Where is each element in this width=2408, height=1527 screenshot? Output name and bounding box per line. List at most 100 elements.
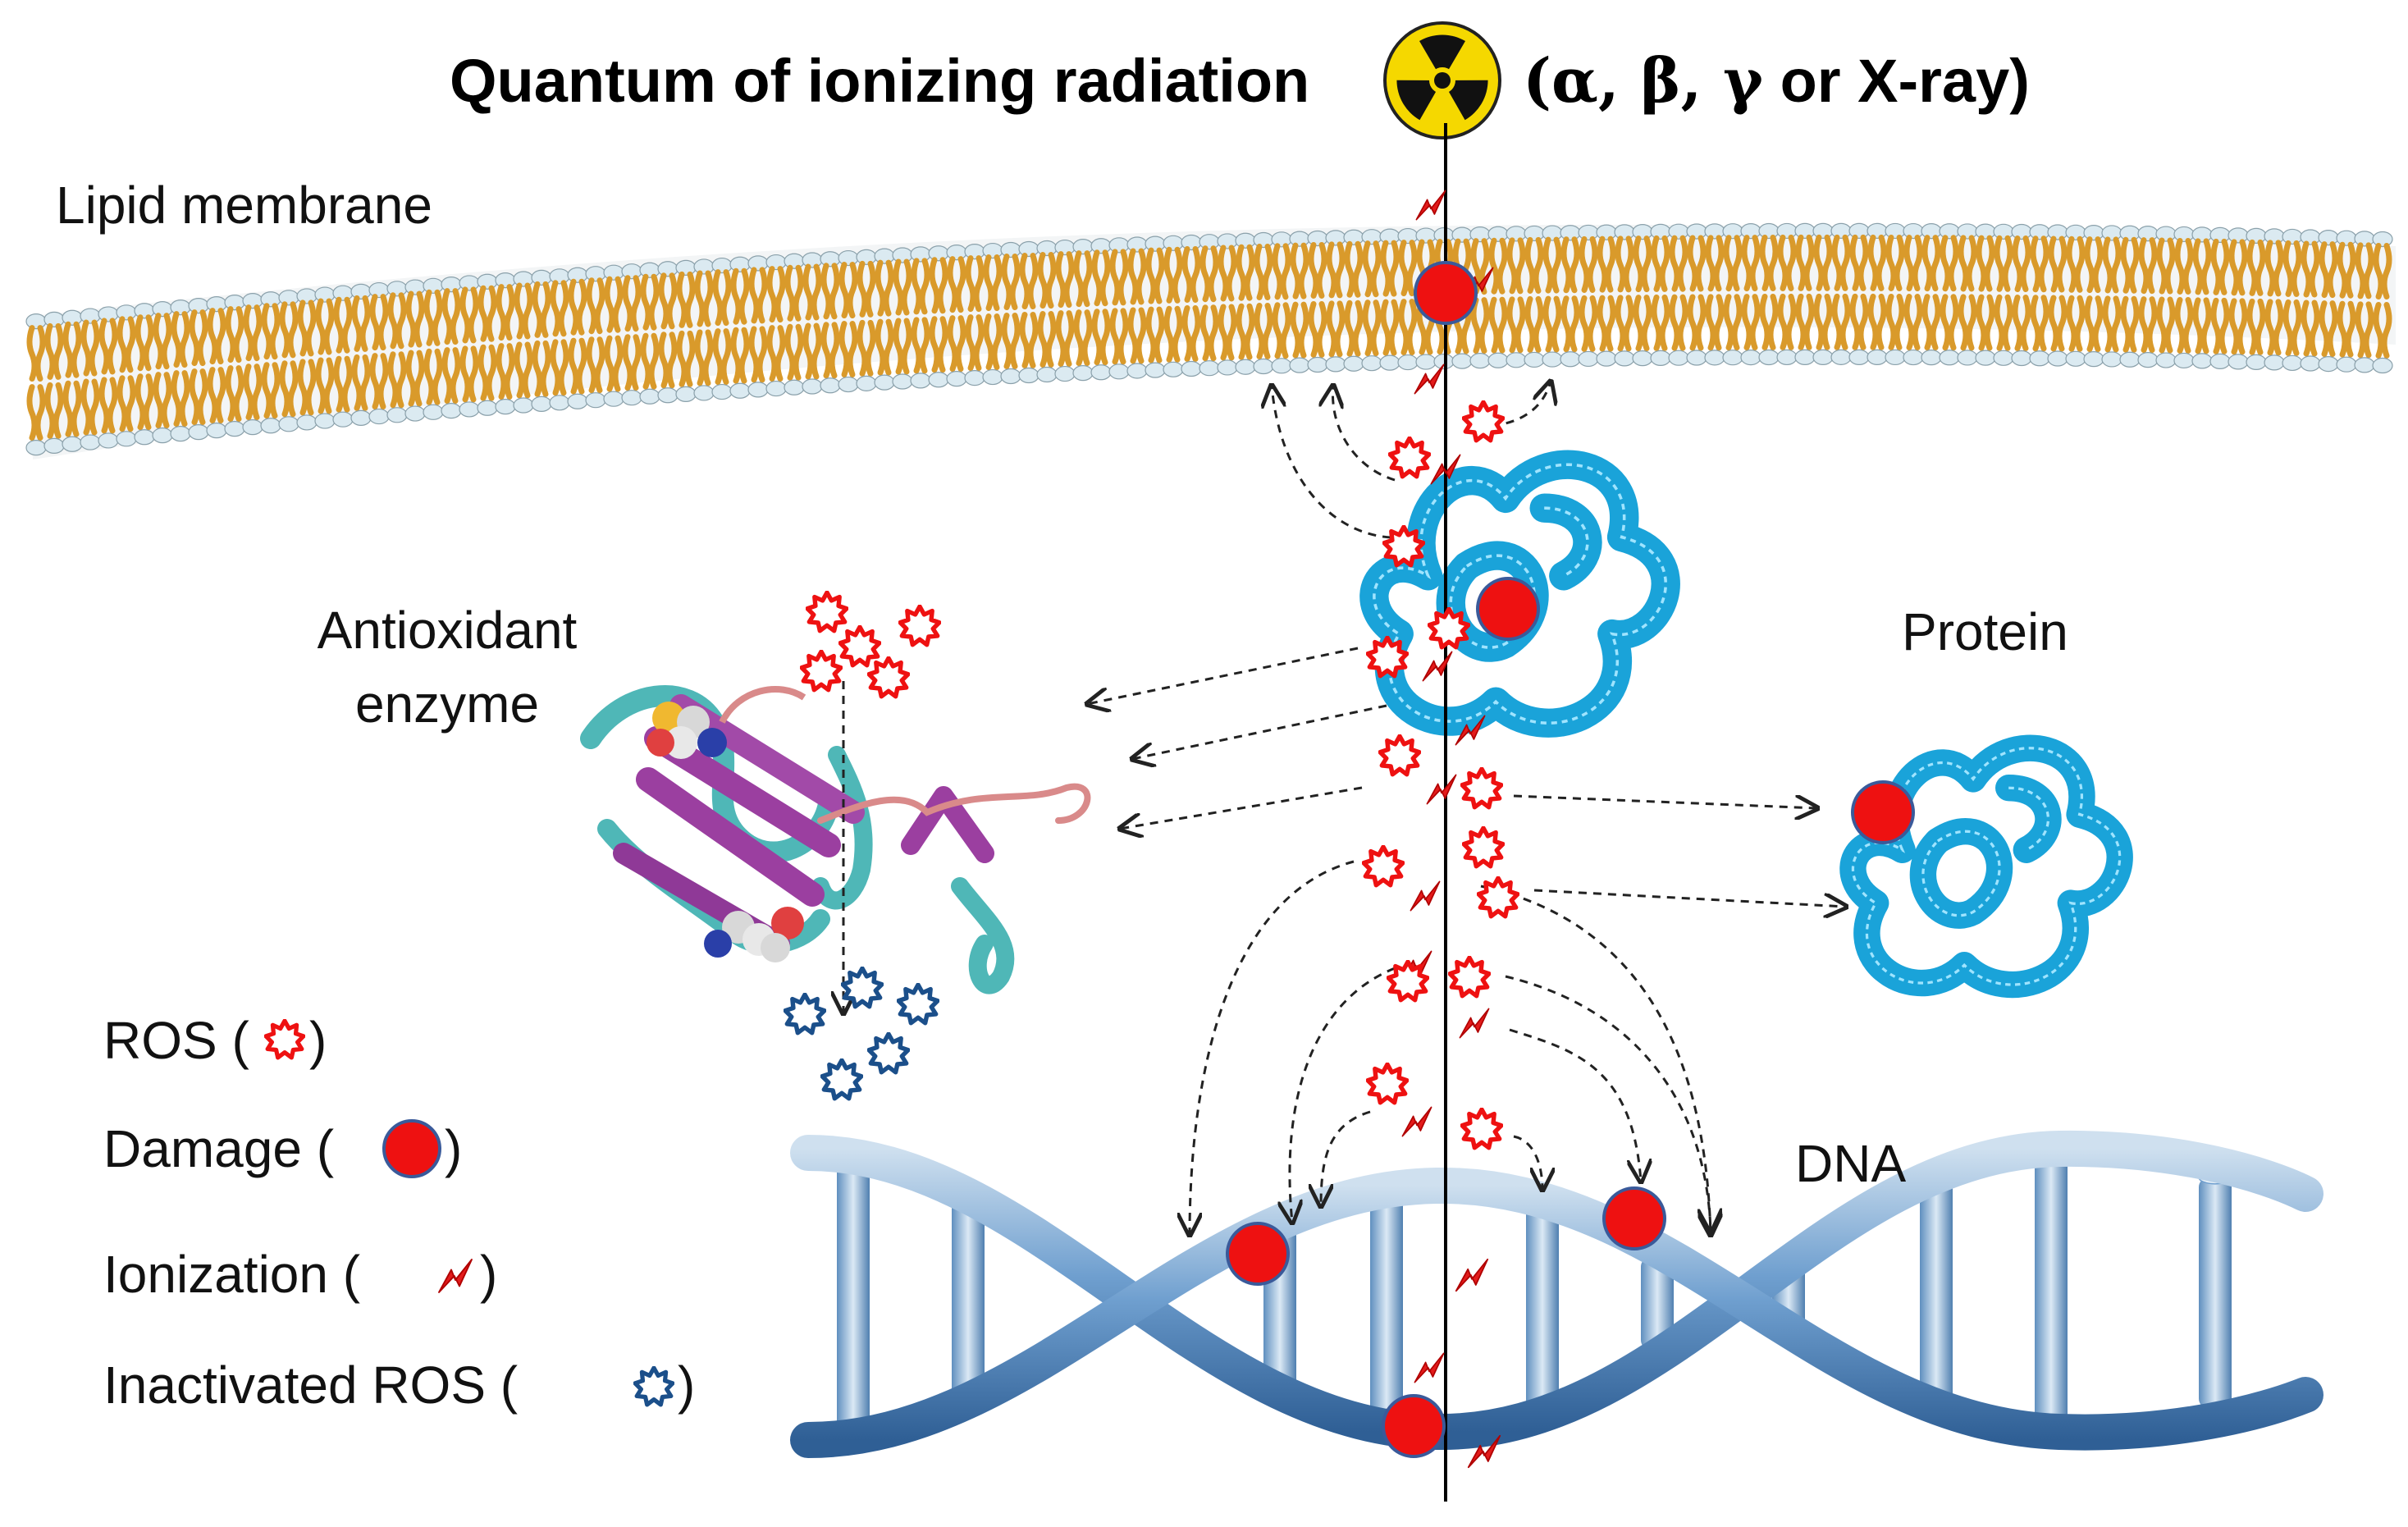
lipid-tail	[2301, 240, 2320, 298]
legend-ros-label: ROS (	[103, 1011, 249, 1070]
lipid-tail	[1073, 250, 1093, 308]
lipid-tail	[2192, 297, 2212, 354]
lipid-head	[116, 304, 137, 321]
lipid-head	[368, 281, 390, 299]
lipid-head	[1415, 227, 1437, 244]
arrow-to-dna-4	[1505, 975, 1711, 1231]
lipid-head	[621, 263, 642, 280]
lipid-head	[1397, 227, 1419, 245]
lipid-head	[206, 295, 227, 313]
lipid-head	[2119, 351, 2141, 368]
lipid-tail	[532, 281, 551, 338]
lipid-tail	[1723, 235, 1743, 292]
lipid-head	[459, 275, 480, 291]
ros-star-icon	[900, 606, 939, 645]
lipid-head	[1379, 354, 1400, 371]
lipid-head	[1379, 228, 1400, 245]
lipid-head	[1975, 223, 1996, 240]
lipid-tail	[1940, 294, 1959, 351]
lipid-tail	[2174, 237, 2194, 295]
lipid-head	[1524, 351, 1545, 368]
lipid-tail	[2102, 295, 2122, 353]
lipid-head	[1361, 355, 1382, 372]
lipid-head	[2354, 357, 2375, 373]
lipid-tail	[1867, 234, 1887, 291]
arrow-to-enzyme-2	[1132, 704, 1387, 759]
lipid-tail	[405, 290, 425, 348]
damage-dot-icon	[1602, 1186, 1666, 1250]
damage-dot-icon	[1382, 1394, 1446, 1458]
lipid-head	[1271, 358, 1292, 374]
lipid-head	[549, 395, 570, 411]
lipid-head	[80, 308, 101, 324]
lipid-head	[1343, 355, 1364, 372]
lipid-tail	[261, 362, 281, 419]
legend-ionization-label: Ionization (	[103, 1245, 360, 1304]
lipid-head	[2282, 228, 2303, 245]
lipid-head	[1054, 365, 1076, 382]
lipid-tail	[766, 266, 786, 323]
dna-backbone-strand-1	[790, 1130, 2323, 1451]
dna-base-pair	[1370, 1190, 1403, 1428]
lipid-head	[296, 288, 318, 304]
lipid-tail	[1272, 243, 1291, 300]
lipid-tail	[1903, 294, 1923, 351]
label-lipid-membrane: Lipid membrane	[56, 176, 432, 235]
lipid-tail	[369, 353, 389, 410]
arrow-to-enzyme-1	[1087, 647, 1359, 704]
lipid-head	[1740, 222, 1761, 240]
lipid-head	[1253, 358, 1274, 375]
lipid-head	[1848, 349, 1870, 365]
lipid-tail	[80, 319, 100, 377]
arrow-ros-to-membrane-2	[1332, 386, 1396, 482]
lipid-tail	[1019, 253, 1039, 310]
lipid-tail	[2282, 299, 2302, 356]
lipid-tail	[207, 367, 226, 424]
lipid-head	[1758, 222, 1780, 240]
lipid-tail	[1687, 294, 1707, 351]
radiation-trefoil-icon	[1383, 21, 1501, 139]
lipid-head	[2083, 351, 2104, 368]
lipid-head	[43, 311, 65, 327]
lipid-tail	[1163, 305, 1183, 363]
lipid-head	[25, 313, 47, 330]
protein-right	[1839, 734, 2133, 999]
lipid-head	[1307, 356, 1328, 373]
lipid-head	[1578, 224, 1599, 241]
lipid-head	[1000, 241, 1021, 258]
lipid-tail	[1145, 247, 1165, 304]
ros-star-icon	[1450, 958, 1489, 996]
lipid-head	[2228, 227, 2249, 244]
lipid-tail	[1218, 245, 1237, 302]
lipid-tail	[1885, 234, 1905, 291]
damage-sites	[1226, 261, 1915, 1458]
lipid-tail	[2355, 301, 2374, 359]
lipid-head	[2047, 350, 2068, 367]
lipid-head	[2264, 228, 2285, 245]
lipid-tail	[2282, 240, 2302, 297]
lipid-head	[314, 413, 336, 429]
lipid-tail	[748, 326, 768, 383]
lipid-tail	[694, 270, 714, 327]
lipid-tail	[2120, 295, 2140, 353]
lipid-head	[116, 431, 137, 447]
lipid-tail	[243, 304, 263, 362]
lipid-tail	[1921, 294, 1941, 351]
lipid-head	[1812, 222, 1834, 239]
title-prefix: Quantum of ionizing radiation	[450, 47, 1309, 115]
lipid-head	[2300, 355, 2321, 372]
lipid-tail	[694, 329, 714, 386]
lipid-head	[2372, 231, 2393, 248]
lipid-tail	[514, 341, 533, 399]
dna-base-pair	[1920, 1177, 1953, 1407]
lipid-head	[1090, 364, 1112, 381]
lipid-head	[242, 419, 263, 436]
lipid-tail	[1777, 234, 1797, 291]
lipid-tail	[1651, 294, 1670, 351]
lipid-head	[242, 293, 263, 309]
dna-rungs	[836, 1141, 2232, 1437]
lipid-tail	[947, 256, 966, 313]
lipid-head	[1307, 230, 1328, 247]
ros-star-icon	[1388, 962, 1428, 1000]
